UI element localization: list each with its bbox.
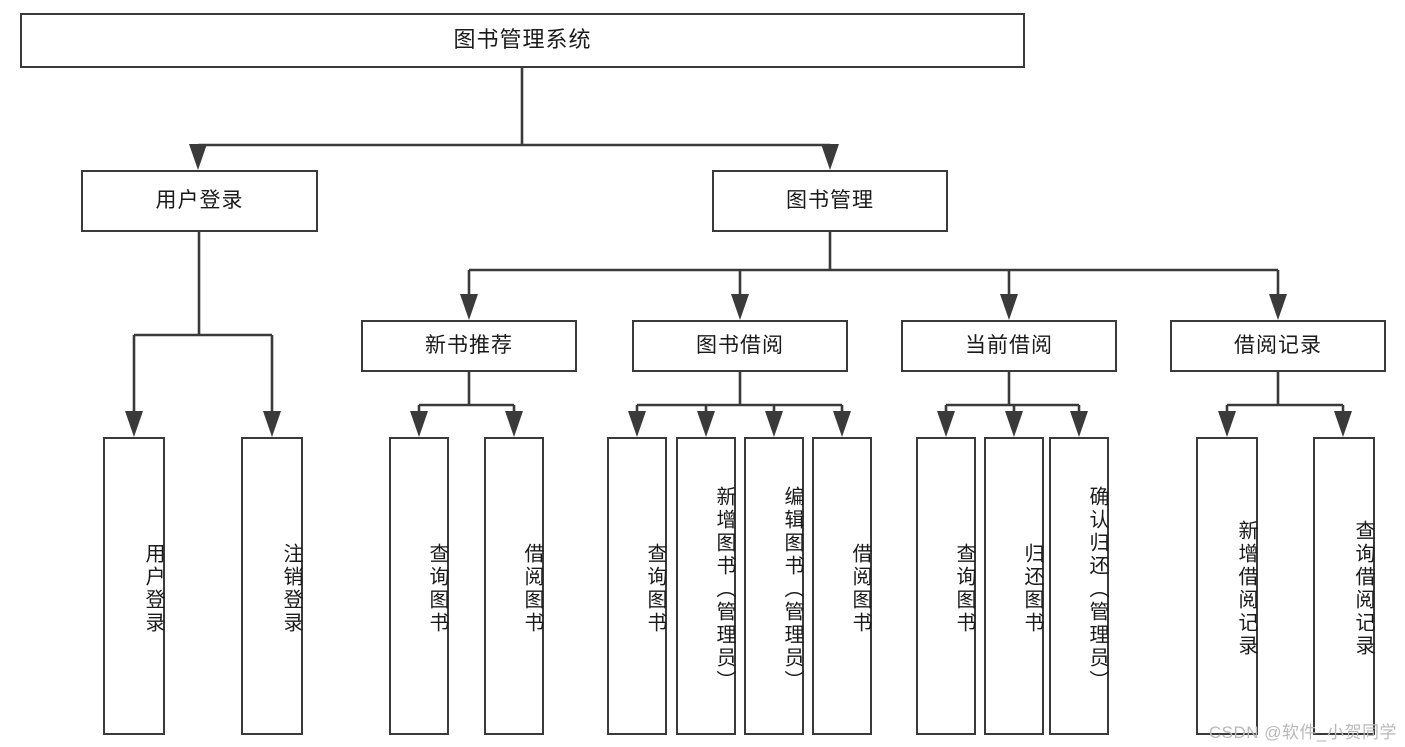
node-leaf-add-record[interactable]: 新增借阅记录 xyxy=(1196,437,1258,735)
node-label: 确认归还（管理员） xyxy=(1086,485,1108,693)
watermark-text: CSDN @软件_小贺同学 xyxy=(1208,723,1397,742)
node-leaf-query-book-2[interactable]: 查询图书 xyxy=(607,437,667,735)
node-label: 查询图书 xyxy=(644,543,666,635)
node-leaf-query-record[interactable]: 查询借阅记录 xyxy=(1313,437,1375,735)
node-label: 查询借阅记录 xyxy=(1352,520,1374,658)
node-label: 图书管理系统 xyxy=(453,27,592,53)
node-leaf-query-book-1[interactable]: 查询图书 xyxy=(389,437,449,735)
node-leaf-user-login[interactable]: 用户登录 xyxy=(103,437,165,735)
node-label: 注销登录 xyxy=(280,543,302,635)
node-label: 用户登录 xyxy=(155,189,244,213)
node-leaf-add-book[interactable]: 新增图书（管理员） xyxy=(676,437,736,735)
node-root-system[interactable]: 图书管理系统 xyxy=(20,13,1025,68)
node-label: 查询图书 xyxy=(426,543,448,635)
arrow-leaf-query-record xyxy=(1334,411,1352,437)
node-label: 编辑图书（管理员） xyxy=(781,485,803,693)
node-label: 当前借阅 xyxy=(965,334,1053,358)
arrow-leaf-query-book-3 xyxy=(937,411,955,437)
arrow-leaf-user-login xyxy=(125,411,143,437)
node-book-borrow[interactable]: 图书借阅 xyxy=(632,320,848,372)
node-label: 图书借阅 xyxy=(696,334,784,358)
arrow-leaf-edit-book xyxy=(765,411,783,437)
node-borrow-record[interactable]: 借阅记录 xyxy=(1170,320,1386,372)
arrow-leaf-add-record xyxy=(1218,411,1236,437)
node-leaf-borrow-book-1[interactable]: 借阅图书 xyxy=(484,437,544,735)
node-label: 归还图书 xyxy=(1021,543,1043,635)
node-label: 新增图书（管理员） xyxy=(713,485,735,693)
node-leaf-confirm-return[interactable]: 确认归还（管理员） xyxy=(1049,437,1109,735)
node-label: 查询图书 xyxy=(953,543,975,635)
node-label: 图书管理 xyxy=(786,189,874,213)
arrow-leaf-query-book-1 xyxy=(410,411,428,437)
node-label: 借阅图书 xyxy=(849,543,871,635)
node-label: 新增借阅记录 xyxy=(1235,520,1257,658)
node-user-login[interactable]: 用户登录 xyxy=(81,170,318,232)
node-leaf-borrow-book-2[interactable]: 借阅图书 xyxy=(812,437,872,735)
arrow-leaf-borrow-book-1 xyxy=(505,411,523,437)
arrow-borrow-record xyxy=(1269,294,1287,320)
arrow-leaf-add-book xyxy=(697,411,715,437)
node-leaf-edit-book[interactable]: 编辑图书（管理员） xyxy=(744,437,804,735)
node-leaf-logout-login[interactable]: 注销登录 xyxy=(241,437,303,735)
node-leaf-return-book[interactable]: 归还图书 xyxy=(984,437,1044,735)
node-label: 借阅记录 xyxy=(1234,334,1322,358)
node-label: 借阅图书 xyxy=(521,543,543,635)
arrow-new-book-recommend xyxy=(460,294,478,320)
node-current-borrow[interactable]: 当前借阅 xyxy=(901,320,1117,372)
node-new-book-recommend[interactable]: 新书推荐 xyxy=(361,320,577,372)
arrow-book-management xyxy=(821,144,839,170)
arrow-leaf-logout-login xyxy=(263,411,281,437)
arrow-leaf-return-book xyxy=(1005,411,1023,437)
arrow-book-borrow xyxy=(731,294,749,320)
arrow-leaf-query-book-2 xyxy=(628,411,646,437)
node-book-management[interactable]: 图书管理 xyxy=(712,170,948,232)
arrow-user-login xyxy=(189,144,207,170)
arrow-leaf-borrow-book-2 xyxy=(833,411,851,437)
node-label: 新书推荐 xyxy=(425,334,513,358)
arrow-current-borrow xyxy=(1000,294,1018,320)
node-leaf-query-book-3[interactable]: 查询图书 xyxy=(916,437,976,735)
arrow-leaf-confirm-return xyxy=(1070,411,1088,437)
node-label: 用户登录 xyxy=(142,543,164,635)
